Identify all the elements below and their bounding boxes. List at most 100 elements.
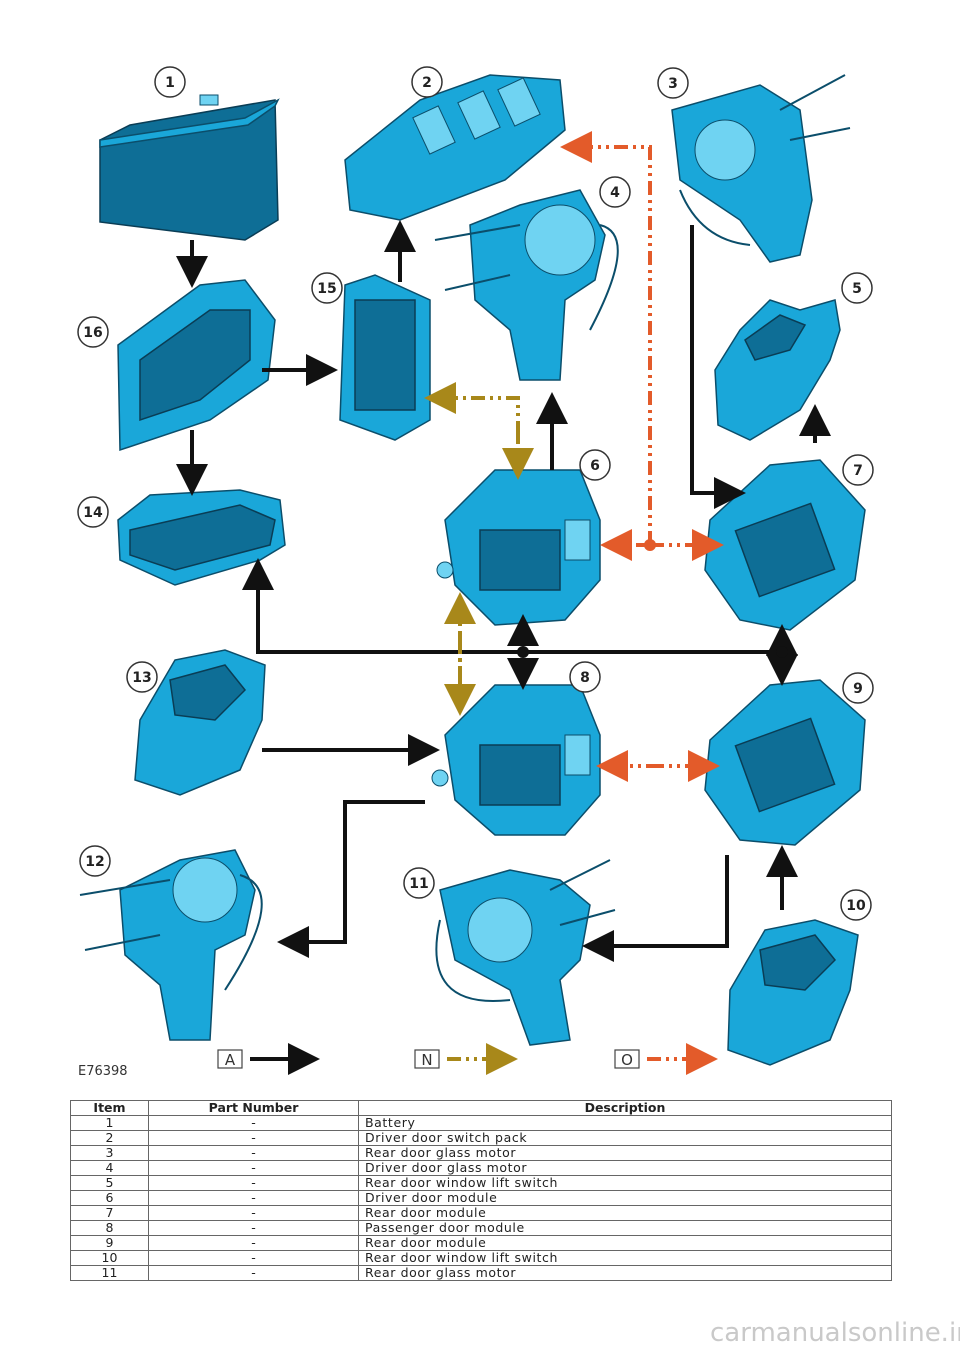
cell-description: Driver door glass motor [358,1160,892,1176]
cell-item: 4 [70,1160,149,1176]
table-row: 11-Rear door glass motor [70,1265,892,1281]
callout-6: 6 [579,449,611,481]
callout-5: 5 [841,272,873,304]
connections-type-a [176,220,831,962]
rear-glass-motor-component-3 [671,74,851,263]
cell-description: Battery [358,1115,892,1131]
svg-text:15: 15 [317,281,336,297]
cell-part-number: - [148,1190,359,1206]
relay-box-component [117,279,276,452]
driver-glass-motor-component [434,189,619,381]
callout-14: 14 [77,496,109,528]
legend-n: N [414,1043,518,1075]
legend-a: A [217,1043,320,1075]
svg-text:7: 7 [853,463,863,479]
callout-3: 3 [657,67,689,99]
cell-description: Rear door module [358,1205,892,1221]
table-row: 9-Rear door module [70,1235,892,1251]
cell-item: 11 [70,1265,149,1281]
table-row: 3-Rear door glass motor [70,1145,892,1161]
cell-part-number: - [148,1160,359,1176]
rear-door-module-component-7 [704,459,866,631]
svg-text:9: 9 [853,681,863,697]
battery-component [99,94,280,241]
callout-1: 1 [154,66,186,98]
callout-12: 12 [79,845,111,877]
body-control-module-component [339,274,431,441]
rear-glass-motor-component-11 [435,859,616,1046]
callout-15: 15 [311,272,343,304]
svg-text:13: 13 [132,670,151,686]
passenger-window-switch-component [134,649,266,796]
header-description: Description [358,1100,892,1116]
svg-text:10: 10 [846,898,866,914]
rear-window-switch-component-5 [714,299,841,441]
cell-part-number: - [148,1175,359,1191]
cell-description: Rear door glass motor [358,1145,892,1161]
svg-text:2: 2 [422,75,432,91]
svg-text:N: N [421,1051,432,1069]
rear-door-module-component-9 [704,679,866,846]
cell-part-number: - [148,1205,359,1221]
watermark-text: carmanualsonline.info [710,1318,960,1348]
cell-description: Rear door window lift switch [358,1250,892,1266]
callout-7: 7 [842,454,874,486]
cell-part-number: - [148,1115,359,1131]
cell-item: 6 [70,1190,149,1206]
cell-part-number: - [148,1220,359,1236]
callout-4: 4 [599,176,631,208]
figure-reference: E76398 [78,1064,128,1079]
cell-item: 7 [70,1205,149,1221]
table-row: 2-Driver door switch pack [70,1130,892,1146]
cell-item: 1 [70,1115,149,1131]
cell-description: Rear door window lift switch [358,1175,892,1191]
callout-8: 8 [569,661,601,693]
table-row: 5-Rear door window lift switch [70,1175,892,1191]
table-row: 6-Driver door module [70,1190,892,1206]
table-header-row: Item Part Number Description [70,1100,892,1116]
cell-item: 8 [70,1220,149,1236]
svg-text:12: 12 [85,854,104,870]
passenger-door-module-component [431,684,601,836]
svg-text:3: 3 [668,76,678,92]
callout-9: 9 [842,672,874,704]
cell-item: 5 [70,1175,149,1191]
svg-text:1: 1 [165,75,175,91]
callout-11: 11 [403,867,435,899]
svg-text:O: O [621,1051,633,1069]
cell-item: 3 [70,1145,149,1161]
passenger-glass-motor-component [79,849,263,1041]
svg-text:16: 16 [83,325,102,341]
svg-text:14: 14 [83,505,103,521]
svg-text:4: 4 [610,185,620,201]
svg-text:A: A [225,1051,236,1069]
table-row: 8-Passenger door module [70,1220,892,1236]
parts-table: Item Part Number Description 1-Battery 2… [70,1100,892,1281]
table-row: 4-Driver door glass motor [70,1160,892,1176]
cell-item: 9 [70,1235,149,1251]
cell-description: Driver door module [358,1190,892,1206]
svg-text:11: 11 [409,876,428,892]
cell-part-number: - [148,1250,359,1266]
cell-part-number: - [148,1145,359,1161]
driver-door-module-component [436,469,601,626]
cell-description: Passenger door module [358,1220,892,1236]
callout-13: 13 [126,661,158,693]
connections-type-o [560,131,724,782]
connections-type-n [424,382,534,716]
table-row: 1-Battery [70,1115,892,1131]
cell-part-number: - [148,1235,359,1251]
cell-item: 2 [70,1130,149,1146]
driver-switch-pack-component [344,74,566,221]
svg-text:8: 8 [580,670,590,686]
cell-description: Driver door switch pack [358,1130,892,1146]
cell-description: Rear door module [358,1235,892,1251]
table-row: 7-Rear door module [70,1205,892,1221]
window-system-diagram: 1 2 3 4 5 6 7 8 9 10 11 12 13 14 15 16 A… [77,66,874,1079]
callout-16: 16 [77,316,109,348]
svg-text:6: 6 [590,458,600,474]
callout-2: 2 [411,66,443,98]
cell-item: 10 [70,1250,149,1266]
cell-part-number: - [148,1265,359,1281]
rear-window-switch-component-10 [727,919,859,1066]
